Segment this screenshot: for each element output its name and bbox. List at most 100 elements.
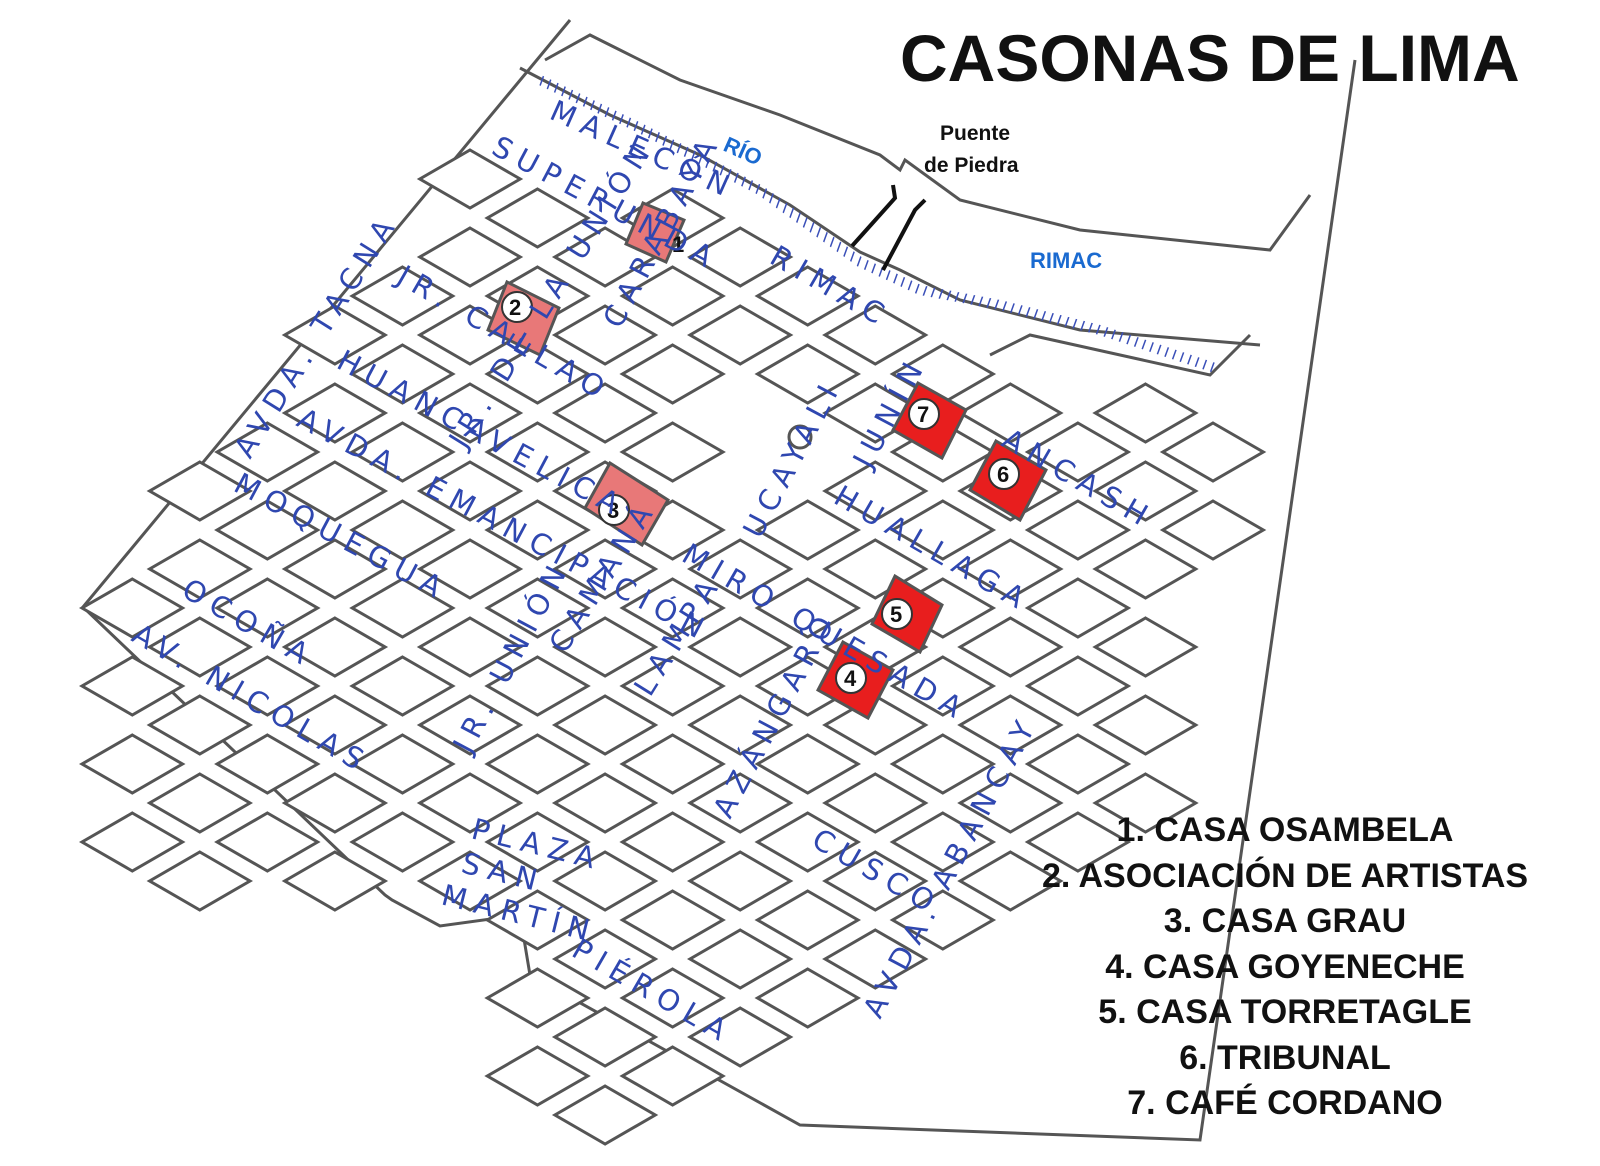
city-block <box>146 538 253 600</box>
city-block <box>822 304 929 366</box>
city-block <box>687 226 794 288</box>
city-block <box>957 772 1064 834</box>
city-block <box>78 577 186 639</box>
city-block <box>214 499 321 561</box>
city-block <box>281 850 389 912</box>
city-block <box>754 889 862 951</box>
city-block <box>281 694 389 756</box>
legend-item-7: 7. CAFÉ CORDANO <box>1127 1084 1443 1122</box>
city-block <box>281 460 389 522</box>
legend-item-1: 1. CASA OSAMBELA <box>1116 811 1454 849</box>
city-block <box>754 577 862 639</box>
house-markers: 1 2 3 4 5 6 7 <box>486 201 1048 721</box>
bridge-label-1: Puente <box>940 122 1010 145</box>
svg-text:7: 7 <box>917 402 929 427</box>
city-block <box>822 928 929 990</box>
river-bank-north <box>544 33 1312 252</box>
city-block <box>416 226 524 288</box>
house-3-marker[interactable]: 3 <box>583 460 671 548</box>
city-block <box>687 772 794 834</box>
city-block <box>416 538 524 600</box>
city-block <box>484 811 591 873</box>
city-block <box>957 382 1064 444</box>
city-block <box>1024 655 1132 717</box>
city-block <box>349 421 456 483</box>
city-block <box>551 304 659 366</box>
city-block <box>1024 811 1132 873</box>
city-block <box>416 382 524 444</box>
river-label-1: RÍO <box>720 132 766 171</box>
city-block <box>484 577 591 639</box>
city-block <box>889 733 997 795</box>
house-2-marker[interactable]: 2 <box>486 279 561 358</box>
city-block <box>822 538 929 600</box>
city-block <box>1159 499 1267 561</box>
city-block <box>687 928 794 990</box>
city-block <box>214 655 321 717</box>
city-block <box>349 499 456 561</box>
city-block <box>484 1045 591 1107</box>
city-block <box>551 1084 659 1146</box>
city-block <box>822 772 929 834</box>
city-block <box>687 538 794 600</box>
city-block <box>146 460 253 522</box>
city-block <box>416 616 524 678</box>
svg-text:2: 2 <box>509 295 521 320</box>
city-block <box>214 733 321 795</box>
city-block <box>1092 772 1199 834</box>
city-block <box>822 460 929 522</box>
map-title: CASONAS DE LIMA <box>900 21 1520 95</box>
city-block <box>1024 499 1132 561</box>
city-block <box>416 460 524 522</box>
city-block <box>957 538 1064 600</box>
city-block <box>754 811 862 873</box>
city-block <box>281 772 389 834</box>
city-block <box>551 694 659 756</box>
house-1-marker[interactable]: 1 <box>624 201 686 264</box>
svg-text:1: 1 <box>672 232 684 257</box>
city-block <box>619 811 726 873</box>
city-block <box>551 928 659 990</box>
city-block <box>146 850 253 912</box>
city-block <box>1024 577 1132 639</box>
city-block <box>551 382 659 444</box>
city-block <box>484 421 591 483</box>
river-bank-inner <box>989 333 1252 377</box>
city-block <box>822 694 929 756</box>
house-7-marker[interactable]: 7 <box>890 380 968 461</box>
house-6-marker[interactable]: 6 <box>968 438 1048 523</box>
svg-text:3: 3 <box>607 498 619 523</box>
city-block <box>78 733 186 795</box>
city-block <box>281 538 389 600</box>
city-block <box>687 1006 794 1068</box>
house-5-marker[interactable]: 5 <box>870 573 944 655</box>
city-block <box>281 616 389 678</box>
city-block <box>1092 460 1199 522</box>
city-block <box>754 499 862 561</box>
city-block <box>619 265 726 327</box>
city-block <box>146 694 253 756</box>
city-block <box>214 577 321 639</box>
svg-text:4: 4 <box>844 666 857 691</box>
city-block <box>619 1045 726 1107</box>
city-block <box>551 772 659 834</box>
city-block <box>281 382 389 444</box>
house-4-marker[interactable]: 4 <box>815 639 896 721</box>
city-block <box>619 889 726 951</box>
city-block <box>889 655 997 717</box>
city-block <box>687 616 794 678</box>
city-block <box>551 538 659 600</box>
city-block <box>619 967 726 1029</box>
city-block <box>349 577 456 639</box>
city-block <box>484 889 591 951</box>
city-block <box>889 811 997 873</box>
city-block <box>1024 733 1132 795</box>
city-block <box>957 694 1064 756</box>
city-block <box>484 733 591 795</box>
city-block <box>687 304 794 366</box>
city-block <box>484 343 591 405</box>
city-block <box>551 850 659 912</box>
city-block <box>754 265 862 327</box>
city-block <box>484 967 591 1029</box>
